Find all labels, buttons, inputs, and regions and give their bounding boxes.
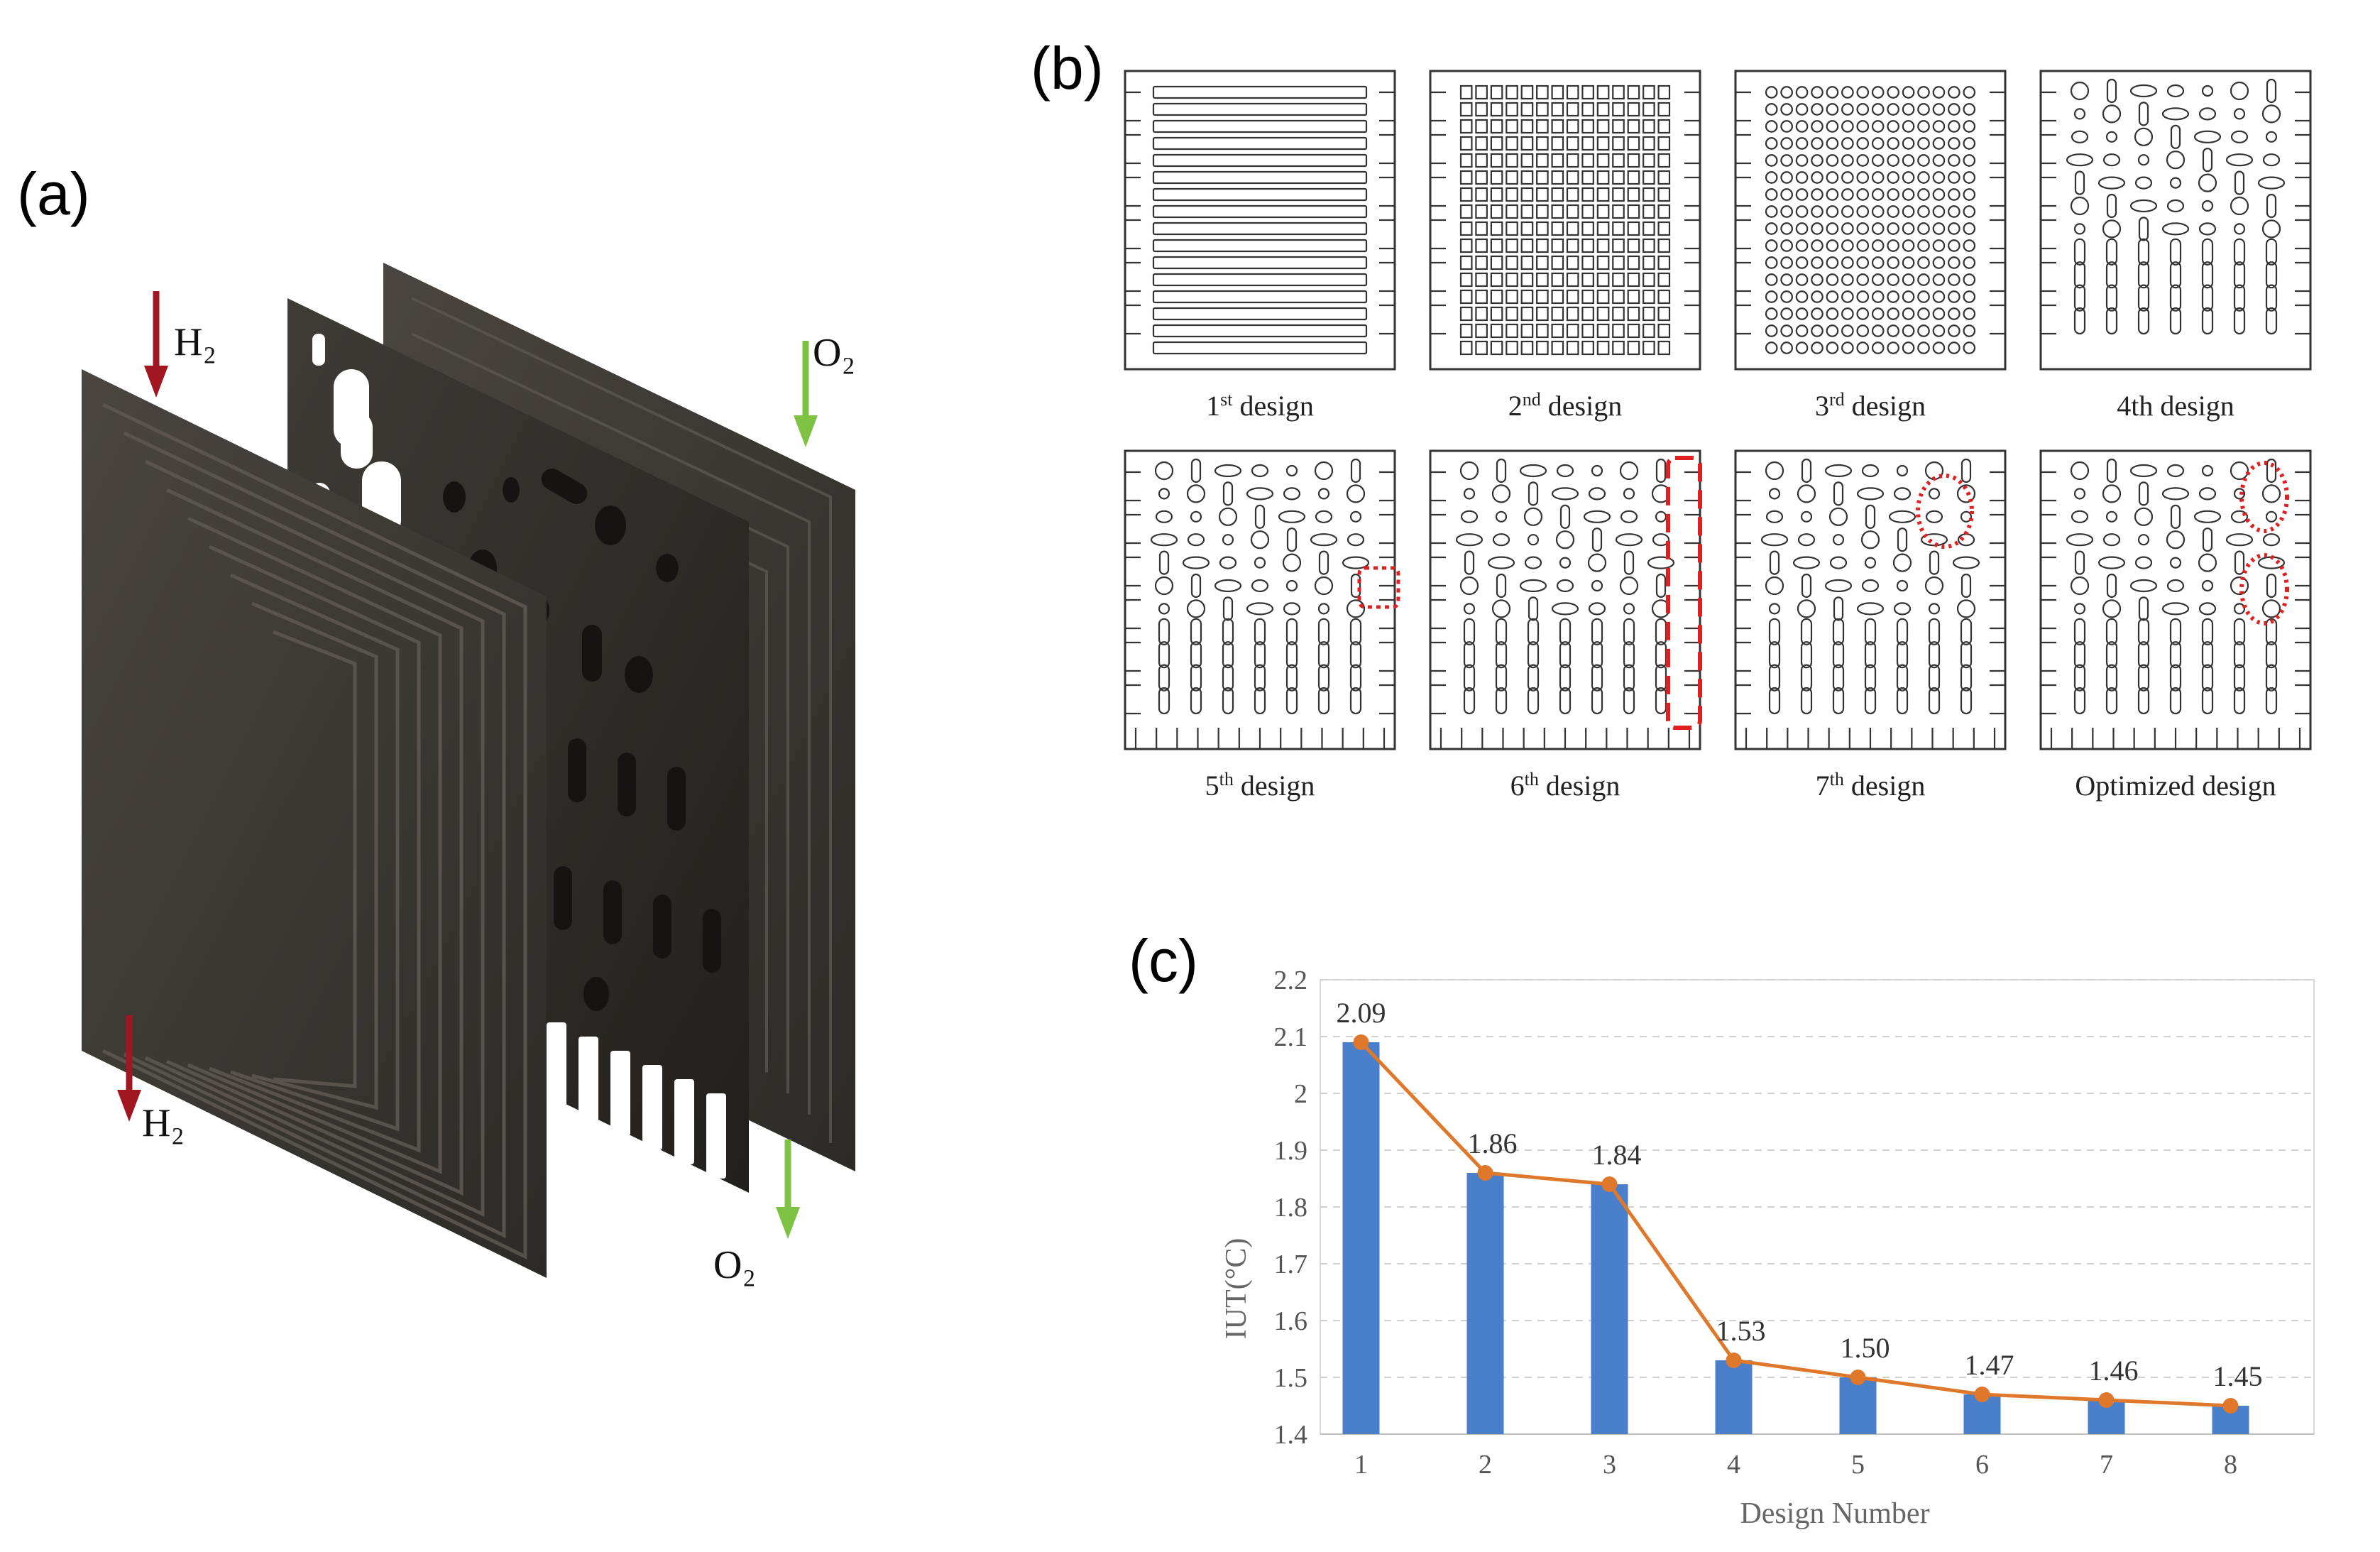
highlight-opt-2 — [2239, 553, 2289, 625]
h2-outlet-arrow — [117, 1015, 141, 1122]
data-label-4: 1.53 — [1716, 1315, 1766, 1347]
plate-stack-illustration: H₂ H₂ O₂ O₂ — [82, 263, 855, 1287]
design-caption-7: 7th design — [1816, 769, 1926, 802]
line-marker-1 — [1353, 1034, 1369, 1050]
o2-outlet-arrow — [776, 1140, 800, 1239]
design-caption-3: 3rd design — [1815, 389, 1926, 422]
highlight-5th — [1357, 566, 1400, 609]
bar-design-4 — [1715, 1360, 1753, 1434]
design-tile-3 — [1734, 70, 2007, 371]
y-tick-label: 1.8 — [1274, 1193, 1308, 1223]
bar-design-3 — [1591, 1184, 1628, 1434]
design-tile-8 — [2039, 449, 2312, 750]
x-tick-label: 2 — [1479, 1450, 1492, 1480]
data-label-1: 2.09 — [1337, 997, 1386, 1029]
line-marker-6 — [1974, 1387, 1990, 1402]
o2-inlet-label: O₂ — [813, 331, 855, 375]
x-axis-title: Design Number — [1740, 1497, 1929, 1530]
design-layouts-grid: 1st design 2nd design 3rd design 4th design… — [1124, 70, 2312, 802]
panel-label-a: (a) — [17, 160, 90, 227]
x-tick-label: 3 — [1603, 1450, 1616, 1480]
line-marker-8 — [2222, 1398, 2239, 1414]
design-caption-5: 5th design — [1205, 769, 1315, 802]
x-tick-label: 1 — [1354, 1450, 1368, 1480]
data-label-2: 1.86 — [1468, 1127, 1518, 1159]
y-tick-label: 1.6 — [1274, 1306, 1308, 1336]
o2-inlet-arrow — [794, 341, 818, 447]
highlight-opt-1 — [2239, 461, 2289, 533]
y-tick-label: 2 — [1294, 1079, 1307, 1109]
design-caption-8: Optimized design — [2075, 770, 2276, 802]
design-tile-5 — [1124, 449, 1400, 750]
panel-label-b: (b) — [1031, 35, 1104, 102]
design-caption-6: 6th design — [1510, 769, 1621, 802]
design-caption-1: 1st design — [1206, 389, 1314, 422]
bar-design-1 — [1342, 1042, 1380, 1434]
panel-label-c: (c) — [1129, 927, 1198, 994]
line-marker-7 — [2098, 1392, 2115, 1408]
data-label-5: 1.50 — [1841, 1332, 1890, 1364]
iut-chart: 1.4 1.5 1.6 1.7 1.8 1.9 2 2.1 2.2 1 2 3 4 5 6 7 8 2.09 1.… — [1220, 966, 2315, 1530]
x-tick-label: 8 — [2224, 1450, 2237, 1480]
design-tile-7 — [1734, 449, 2007, 750]
highlight-6th — [1666, 456, 1702, 730]
design-tile-2 — [1429, 70, 1701, 371]
y-tick-label: 1.4 — [1274, 1420, 1308, 1450]
design-tile-6 — [1429, 449, 1702, 750]
y-axis-title: IUT(°C) — [1220, 1238, 1253, 1340]
h2-inlet-label: H₂ — [174, 320, 216, 364]
data-label-8: 1.45 — [2213, 1360, 2263, 1392]
data-label-6: 1.47 — [1965, 1349, 2014, 1381]
highlight-7th — [1916, 474, 1974, 549]
x-tick-label: 7 — [2100, 1450, 2113, 1480]
design-tile-4 — [2039, 70, 2312, 371]
y-tick-label: 1.5 — [1274, 1363, 1308, 1393]
y-tick-label: 2.2 — [1274, 966, 1308, 995]
design-caption-4: 4th design — [2117, 390, 2234, 422]
h2-inlet-arrow — [144, 291, 168, 398]
x-tick-label: 5 — [1851, 1450, 1865, 1480]
trend-line — [1359, 1041, 2231, 1408]
y-tick-label: 2.1 — [1274, 1022, 1308, 1052]
bar-design-5 — [1839, 1377, 1877, 1434]
line-marker-5 — [1850, 1370, 1866, 1385]
data-label-3: 1.84 — [1592, 1139, 1642, 1171]
line-marker-2 — [1477, 1165, 1493, 1181]
data-label-7: 1.46 — [2089, 1355, 2139, 1387]
line-marker-3 — [1601, 1176, 1618, 1192]
y-tick-label: 1.9 — [1274, 1136, 1308, 1166]
design-tile-1 — [1124, 70, 1396, 371]
o2-outlet-label: O₂ — [713, 1243, 756, 1287]
bar-design-2 — [1466, 1173, 1504, 1434]
x-tick-label: 6 — [1975, 1450, 1989, 1480]
design-caption-2: 2nd design — [1508, 389, 1622, 422]
y-tick-label: 1.7 — [1274, 1250, 1308, 1279]
h2-outlet-label: H₂ — [142, 1101, 185, 1145]
x-tick-label: 4 — [1727, 1450, 1740, 1480]
line-marker-4 — [1726, 1352, 1742, 1368]
